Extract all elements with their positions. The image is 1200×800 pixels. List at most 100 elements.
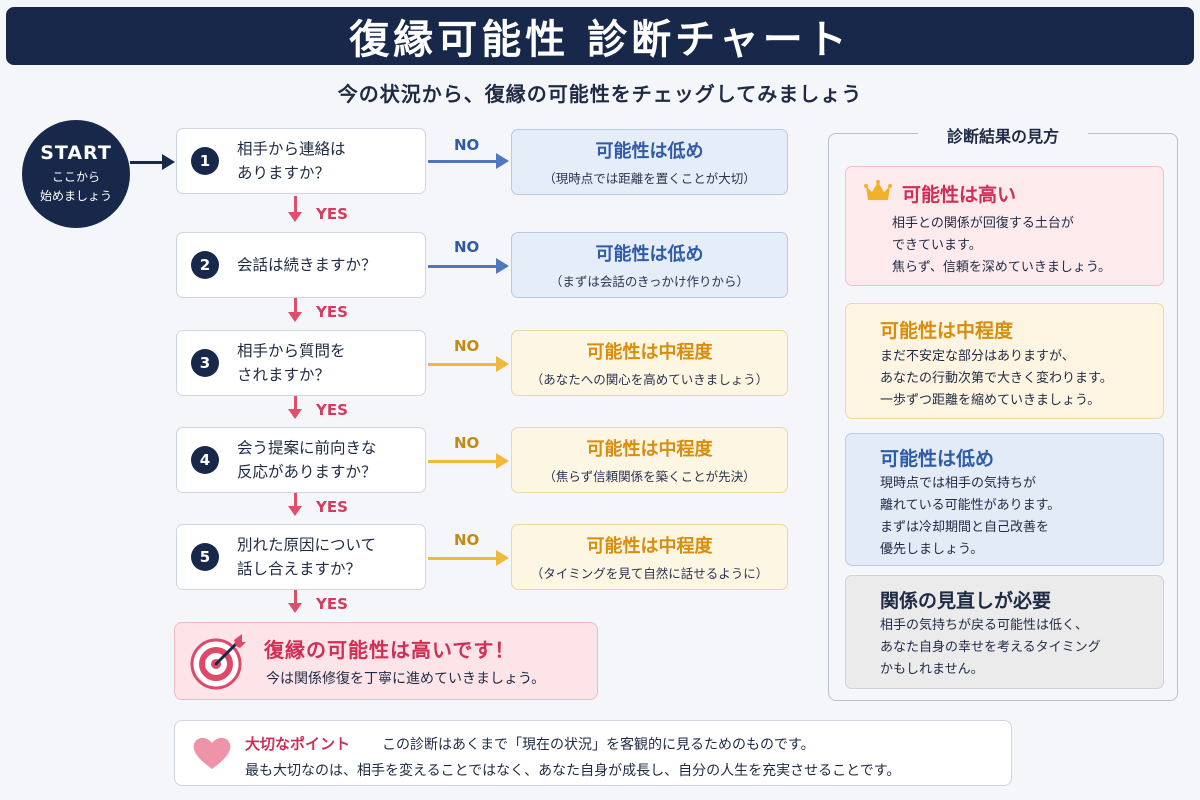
result-subtitle: （まずは会話のきっかけ作りから）	[549, 274, 750, 289]
question-text: 別れた原因について 話し合えますか？	[237, 533, 376, 581]
result-title: 可能性は中程度	[586, 342, 713, 363]
final-result-desc: 今は関係修復を丁寧に進めていきましょう。	[266, 671, 546, 687]
legend-line: あなたの行動次第で大きく変わります。	[880, 371, 1113, 386]
page-title: 復縁可能性 診断チャート	[349, 17, 851, 63]
question-line: 話し合えますか？	[237, 560, 362, 578]
result-title: 可能性は中程度	[586, 536, 713, 557]
question-line: されますか？	[237, 366, 331, 384]
yes-connector	[294, 590, 297, 605]
question-text: 会話は続きますか？	[237, 253, 377, 277]
question-line: ありますか？	[237, 164, 331, 182]
legend-line: 相手の気持ちが戻る可能性は低く、	[880, 618, 1089, 633]
arrow-down-icon	[288, 603, 302, 613]
legend-high-title: 可能性は高い	[902, 184, 1017, 206]
legend-low-desc: 現時点では相手の気持ちが 離れている可能性があります。 まずは冷却期間と自己改善…	[880, 473, 1060, 561]
result-title: 可能性は低め	[595, 244, 704, 265]
crown-icon	[864, 180, 892, 200]
no-label: NO	[454, 434, 480, 452]
target-dart-icon	[190, 634, 246, 690]
legend-line: かもしれません。	[880, 662, 984, 677]
question-box-1: 1 相手から連絡は ありますか？	[176, 128, 426, 194]
yes-connector	[294, 298, 297, 314]
question-line: 会う提案に前向きな	[237, 439, 377, 457]
question-number-badge: 2	[191, 251, 219, 279]
question-line: 相手から質問を	[237, 342, 346, 360]
legend-line: あなた自身の幸せを考えるタイミング	[880, 640, 1101, 655]
arrow-right-icon	[496, 153, 509, 169]
legend-mid-desc: まだ不安定な部分はありますが、 あなたの行動次第で大きく変わります。 一歩ずつ距…	[880, 346, 1113, 412]
arrow-right-icon	[496, 453, 509, 469]
legend-line: 一歩ずつ距離を縮めていきましょう。	[880, 393, 1101, 408]
question-text: 会う提案に前向きな 反応がありますか？	[237, 436, 377, 484]
arrow-down-icon	[288, 212, 302, 222]
arrow-down-icon	[288, 409, 302, 419]
yes-label: YES	[316, 401, 348, 419]
yes-label: YES	[316, 595, 348, 613]
question-number-badge: 5	[191, 543, 219, 571]
legend-line: できています。	[892, 238, 982, 253]
result-subtitle: （現時点では距離を置くことが大切）	[543, 171, 756, 186]
question-box-4: 4 会う提案に前向きな 反応がありますか？	[176, 427, 426, 493]
result-box-low: 可能性は低め （現時点では距離を置くことが大切）	[511, 129, 788, 195]
question-number-badge: 1	[191, 147, 219, 175]
result-box-low: 可能性は低め （まずは会話のきっかけ作りから）	[511, 232, 788, 298]
no-label: NO	[454, 337, 480, 355]
start-connector	[130, 161, 166, 164]
legend-review-title: 関係の見直しが必要	[880, 590, 1052, 612]
arrow-right-icon	[162, 154, 175, 170]
arrow-right-icon	[496, 550, 509, 566]
arrow-right-icon	[496, 356, 509, 372]
result-title: 可能性は低め	[595, 141, 704, 162]
legend-line: まずは冷却期間と自己改善を	[880, 520, 1050, 535]
note-box	[174, 720, 1012, 786]
legend-low-title: 可能性は低め	[880, 448, 995, 470]
result-box-mid: 可能性は中程度 （焦らず信頼関係を築くことが先決）	[511, 427, 788, 493]
question-text: 相手から質問を されますか？	[237, 339, 346, 387]
legend-line: 現時点では相手の気持ちが	[880, 476, 1037, 491]
legend-line: 相手との関係が回復する土台が	[892, 216, 1074, 231]
result-box-mid: 可能性は中程度 （タイミングを見て自然に話せるように）	[511, 524, 788, 590]
legend-card-low	[845, 433, 1164, 566]
no-connector	[428, 363, 498, 366]
question-box-5: 5 別れた原因について 話し合えますか？	[176, 524, 426, 590]
legend-review-desc: 相手の気持ちが戻る可能性は低く、 あなた自身の幸せを考えるタイミング かもしれま…	[880, 615, 1101, 681]
result-subtitle: （タイミングを見て自然に話せるように）	[530, 566, 769, 581]
result-subtitle: （焦らず信頼関係を築くことが先決）	[543, 469, 756, 484]
start-circle: START ここから 始めましょう	[22, 120, 130, 228]
heart-icon	[193, 737, 231, 769]
note-line: この診断はあくまで「現在の状況」を客観的に見るためのものです。	[382, 737, 815, 753]
legend-card-mid	[845, 303, 1164, 419]
question-box-2: 2 会話は続きますか？	[176, 232, 426, 298]
arrow-down-icon	[288, 312, 302, 322]
title-bar: 復縁可能性 診断チャート	[6, 7, 1194, 65]
arrow-right-icon	[496, 258, 509, 274]
no-connector	[428, 557, 498, 560]
legend-line: 焦らず、信頼を深めていきましょう。	[892, 260, 1112, 275]
result-title: 可能性は中程度	[586, 439, 713, 460]
note-line: 最も大切なのは、相手を変えることではなく、あなた自身が成長し、自分の人生を充実さ…	[245, 763, 901, 779]
start-desc-line1: ここから	[51, 170, 100, 184]
legend-high-desc: 相手との関係が回復する土台が できています。 焦らず、信頼を深めていきましょう。	[892, 213, 1111, 279]
legend-line: 離れている可能性があります。	[880, 498, 1061, 513]
question-number-badge: 4	[191, 446, 219, 474]
start-label: START	[40, 142, 112, 164]
question-line: 会話は続きますか？	[237, 256, 377, 274]
legend-line: まだ不安定な部分はありますが、	[880, 349, 1075, 364]
result-box-mid: 可能性は中程度 （あなたへの関心を高めていきましょう）	[511, 330, 788, 396]
no-connector	[428, 160, 498, 163]
yes-label: YES	[316, 205, 348, 223]
legend-line: 優先しましょう。	[880, 542, 984, 557]
legend-card-high	[845, 166, 1164, 286]
result-subtitle: （あなたへの関心を高めていきましょう）	[530, 372, 769, 387]
question-line: 反応がありますか？	[237, 463, 377, 481]
yes-label: YES	[316, 303, 348, 321]
question-number-badge: 3	[191, 349, 219, 377]
arrow-down-icon	[288, 506, 302, 516]
yes-connector	[294, 396, 297, 411]
yes-connector	[294, 493, 297, 508]
start-desc-line2: 始めましょう	[39, 189, 112, 203]
no-label: NO	[454, 531, 480, 549]
no-connector	[428, 460, 498, 463]
yes-label: YES	[316, 498, 348, 516]
final-result-title: 復縁の可能性は高いです！	[264, 638, 516, 662]
